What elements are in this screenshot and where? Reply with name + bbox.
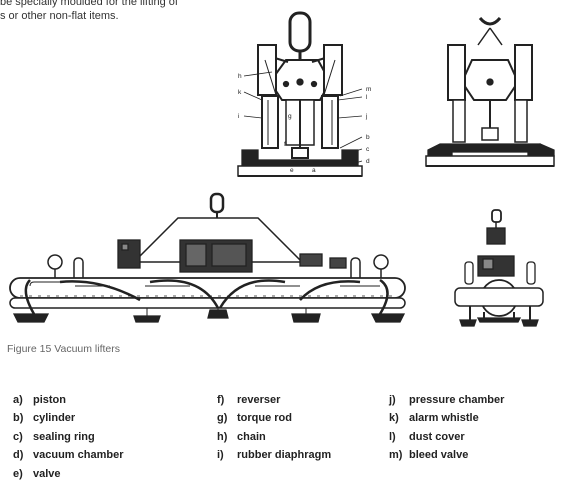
figure-caption: Figure 15 Vacuum lifters [7,343,121,355]
legend-item: j) pressure chamber [389,391,504,409]
legend-text: bleed valve [409,449,469,462]
legend-item: g) torque rod [217,409,331,427]
legend-column-2: f) reverser g) torque rod h) chain i) rubber… [217,391,331,465]
label-j: j [365,113,367,120]
legend-key: h) [217,430,228,443]
long-lifter-legs [146,308,307,316]
front-view-labels: h k i g f e a m l j b c d [238,73,371,174]
legend-key: d) [13,449,24,462]
label-e: e [290,167,294,174]
label-f: f [284,141,286,148]
legend-item: a) piston [13,391,123,409]
lifter-side-view [425,16,555,167]
legend-text: vacuum chamber [33,449,124,462]
legend-key: k) [389,412,399,425]
legend-key: b) [13,412,24,425]
long-lifter-assembly [9,192,406,315]
legend-item: e) valve [13,465,123,483]
legend-key: a) [13,394,23,406]
label-i: i [238,113,239,120]
legend-column-3: j) pressure chamber k) alarm whistle l) dus… [389,391,504,465]
legend-text: torque rod [237,412,292,425]
label-b: b [366,134,370,141]
label-a: a [312,167,316,174]
legend-text: pressure chamber [409,394,505,406]
label-g: g [288,113,292,120]
front-view-leaders [243,71,363,165]
legend-key: i) [217,449,224,462]
legend-text: alarm whistle [409,412,479,425]
legend-key: e) [13,467,23,480]
legend-text: rubber diaphragm [237,449,332,462]
legend-item: h) chain [217,428,331,446]
legend-text: chain [237,430,266,443]
legend-key: j) [389,394,396,406]
legend-column-1: a) piston b) cylinder c) sealing ring d) vac… [13,391,123,483]
label-h: h [238,73,242,80]
legend-text: piston [33,394,66,406]
legend-item: l) dust cover [389,428,504,446]
legend-key: m) [389,449,403,462]
legend-text: valve [33,467,61,480]
legend-text: reverser [237,394,281,406]
legend-item: i) rubber diaphragm [217,446,331,464]
legend-text: dust cover [409,430,465,443]
legend-key: f) [217,394,225,406]
label-m: m [366,86,371,93]
legend-item: f) reverser [217,391,331,409]
legend-item: d) vacuum chamber [13,446,123,464]
label-l: l [366,94,368,101]
legend-item: c) sealing ring [13,428,123,446]
label-d: d [366,158,370,165]
legend-text: sealing ring [33,430,95,443]
long-lifter-pads [12,309,406,323]
intro-line-1: be specially moulded for the lifting of [0,0,178,8]
label-k: k [238,89,242,96]
legend-key: l) [389,430,396,443]
label-c: c [366,146,370,153]
legend-key: c) [13,430,23,443]
legend-item: b) cylinder [13,409,123,427]
legend-key: g) [217,412,228,425]
lifter-end-view [454,209,544,327]
legend-item: k) alarm whistle [389,409,504,427]
legend-item: m) bleed valve [389,446,504,464]
intro-line-2: s or other non-flat items. [0,10,119,22]
legend-text: cylinder [33,412,76,425]
